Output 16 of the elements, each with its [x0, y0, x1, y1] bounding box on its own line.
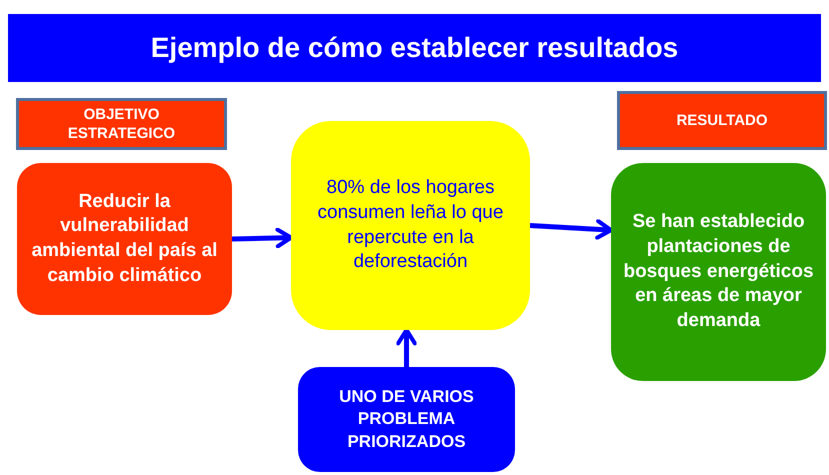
problem-box — [291, 121, 530, 330]
objective-box — [17, 163, 232, 315]
node-text: RESULTADO — [676, 110, 768, 130]
node-text: UNO DE VARIOS PROBLEMA PRIORIZADOS — [338, 386, 475, 453]
node-text: 80% de los hogares consumen leña lo que repercute en la deforestación — [316, 176, 504, 274]
header-box — [16, 98, 227, 150]
node-text: Se han establecido plantaciones de bosques energéticos en áreas de mayor demanda — [622, 210, 815, 334]
arrow — [232, 228, 294, 248]
arrow — [530, 218, 614, 240]
node-text: Reducir la vulnerabilidad ambiental del país al cambio climático — [30, 190, 218, 288]
arrow — [396, 328, 417, 367]
result-box — [611, 163, 826, 381]
title-banner: Ejemplo de cómo establecer resultados — [8, 14, 821, 82]
priority-box — [298, 367, 515, 472]
node-text: OBJETIVO ESTRATEGICO — [66, 104, 176, 144]
header-box — [617, 91, 827, 150]
